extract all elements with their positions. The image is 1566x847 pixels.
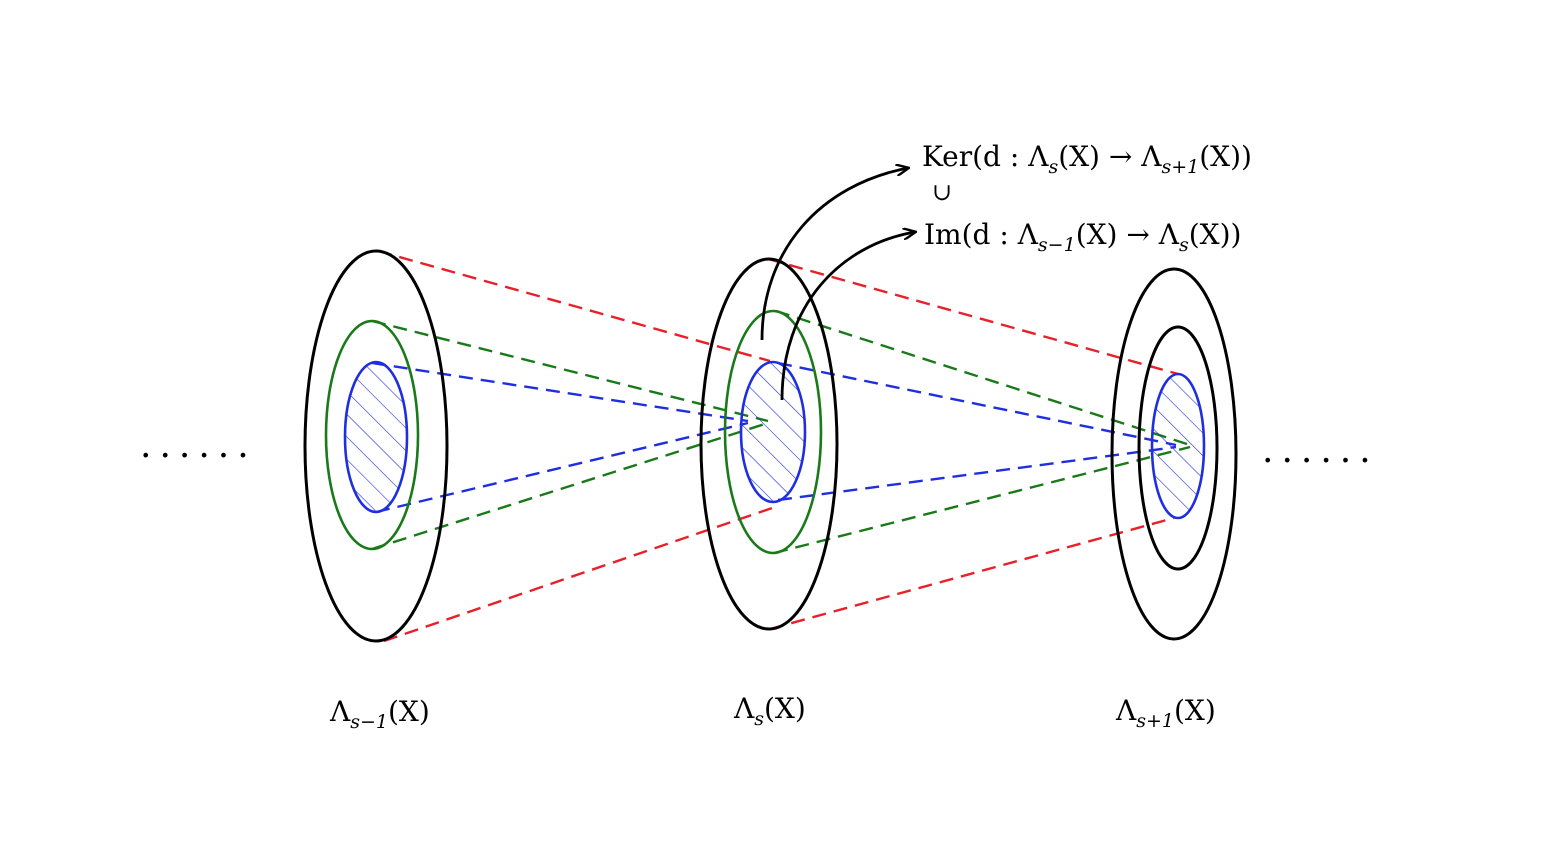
image-sub1: s−1 — [1038, 234, 1076, 256]
subset-symbol: ∪ — [932, 178, 952, 206]
green-connector-top-2 — [775, 309, 1191, 447]
kernel-annotation: Ker(d : Λs(X) → Λs+1(X)) — [922, 140, 1252, 178]
space-curr-ellipses — [699, 257, 839, 631]
space-prev-ellipses — [303, 249, 449, 643]
green-connector-top-1 — [371, 319, 769, 423]
red-connector-top-1 — [377, 249, 771, 363]
label-next-arg: (X) — [1174, 694, 1216, 727]
label-space-prev: Λs−1(X) — [329, 695, 430, 733]
ellipsis-left: ...... — [140, 425, 257, 466]
space-curr-outer — [699, 257, 839, 631]
space-next-image — [1150, 372, 1206, 520]
label-prev-arg: (X) — [388, 695, 430, 728]
label-prev-base: Λ — [329, 695, 351, 728]
label-next-sub: s+1 — [1136, 710, 1174, 732]
label-curr-arg: (X) — [764, 692, 806, 725]
blue-connector-top-1 — [371, 361, 749, 423]
image-arrow — [780, 232, 915, 401]
space-next-inner — [1137, 325, 1219, 571]
label-prev-sub: s−1 — [350, 711, 388, 733]
image-prefix: Im(d : Λ — [924, 218, 1039, 251]
image-sub2: s — [1179, 234, 1189, 256]
kernel-sub2: s+1 — [1161, 156, 1199, 178]
red-connector-top-2 — [767, 257, 1179, 376]
space-prev-image — [343, 360, 409, 514]
label-space-next: Λs+1(X) — [1115, 694, 1216, 732]
blue-connector-bottom-2 — [777, 445, 1177, 502]
ellipsis-right: ...... — [1262, 430, 1379, 471]
kernel-mid: (X) → Λ — [1058, 140, 1162, 173]
space-curr-kernel — [723, 309, 823, 555]
blue-connectors — [371, 361, 1177, 514]
kernel-prefix: Ker(d : Λ — [922, 140, 1049, 173]
image-suffix: (X)) — [1189, 218, 1242, 251]
red-connector-bottom-2 — [769, 516, 1175, 631]
image-annotation: Im(d : Λs−1(X) → Λs(X)) — [924, 218, 1241, 256]
kernel-arrow — [760, 168, 908, 341]
kernel-suffix: (X)) — [1199, 140, 1252, 173]
image-mid: (X) → Λ — [1076, 218, 1180, 251]
space-prev-kernel — [324, 319, 420, 551]
space-next-ellipses — [1110, 267, 1238, 641]
space-curr-image — [739, 360, 807, 504]
kernel-sub1: s — [1048, 156, 1058, 178]
space-next-outer — [1110, 267, 1238, 641]
label-space-curr: Λs(X) — [733, 692, 806, 730]
red-connectors — [377, 249, 1179, 643]
space-prev-outer — [303, 249, 449, 643]
label-curr-sub: s — [754, 708, 764, 730]
green-connector-bottom-2 — [773, 445, 1191, 555]
blue-connector-bottom-1 — [375, 421, 749, 514]
green-connector-bottom-1 — [371, 421, 769, 551]
red-connector-bottom-1 — [383, 504, 779, 643]
label-curr-base: Λ — [733, 692, 755, 725]
label-next-base: Λ — [1115, 694, 1137, 727]
blue-connector-top-2 — [777, 361, 1177, 447]
